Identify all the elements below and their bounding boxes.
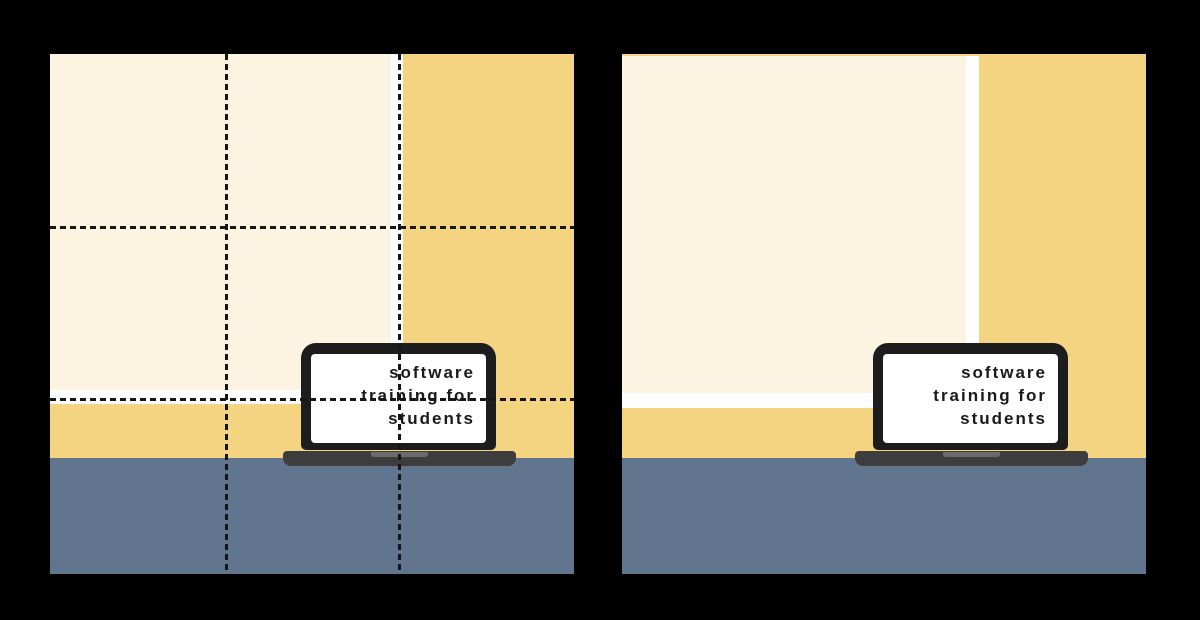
thirds-grid-horizontal-line-2 xyxy=(50,398,574,401)
desk-blue-area xyxy=(622,458,1146,574)
desk-blue-area xyxy=(50,458,574,574)
wall-cream-block xyxy=(50,54,391,390)
thirds-grid-vertical-line-1 xyxy=(225,54,228,574)
white-gap-vertical xyxy=(966,56,979,408)
thirds-grid-vertical-line-2 xyxy=(398,54,401,574)
rule-of-thirds-panel-with-grid: software training for students xyxy=(50,54,574,574)
thirds-grid-horizontal-line-1 xyxy=(50,226,574,229)
wall-cream-block xyxy=(622,56,966,393)
final-composition-panel-no-grid: software training for students xyxy=(622,54,1146,574)
white-gap-horizontal xyxy=(622,393,979,408)
